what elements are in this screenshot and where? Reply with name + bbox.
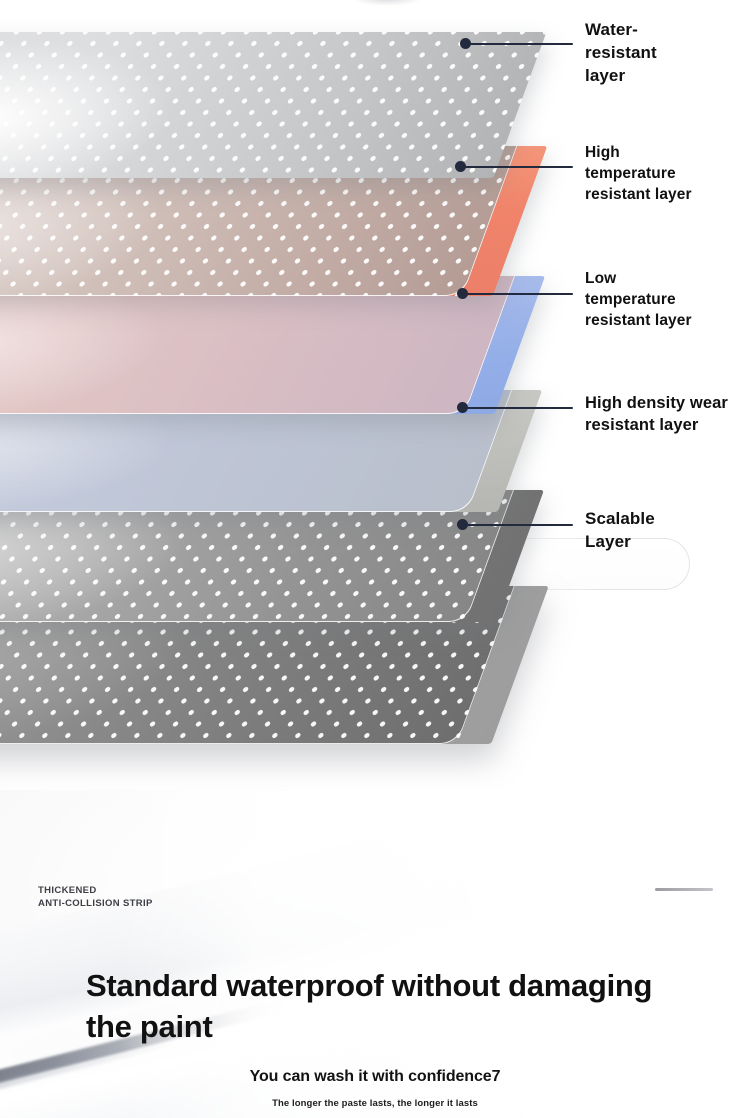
layer-slab-water-resistant (0, 32, 547, 178)
slab-inset-panel (0, 276, 516, 414)
decorative-rule (655, 888, 713, 891)
callout-leader-line (465, 293, 573, 296)
callout-marker-dot-icon (457, 288, 468, 299)
dot-texture (0, 32, 547, 178)
callout-marker-dot-icon (457, 519, 468, 530)
callout-marker-dot-icon (460, 38, 471, 49)
callout-leader-line (463, 166, 573, 169)
microcopy: The longer the paste lasts, the longer i… (272, 1098, 478, 1109)
cropped-content-smudge (352, 0, 422, 6)
brand-mark-line-1: THICKENED (38, 885, 97, 896)
bottom-photo-banner (0, 790, 750, 1118)
slab-face (0, 32, 547, 178)
brand-mark-line-2: ANTI-COLLISION STRIP (38, 898, 153, 909)
subheadline: You can wash it with confidence7 (249, 1068, 501, 1085)
callout-leader-line (465, 407, 573, 410)
brand-mark: THICKENED ANTI-COLLISION STRIP (38, 884, 153, 910)
callout-marker-dot-icon (457, 402, 468, 413)
headline: Standard waterproof without damaging the… (86, 968, 653, 1044)
white-gradient-wash (120, 790, 750, 1118)
callout-leader-line (468, 43, 573, 46)
callout-leader-line (465, 524, 573, 527)
callout-marker-dot-icon (455, 161, 466, 172)
